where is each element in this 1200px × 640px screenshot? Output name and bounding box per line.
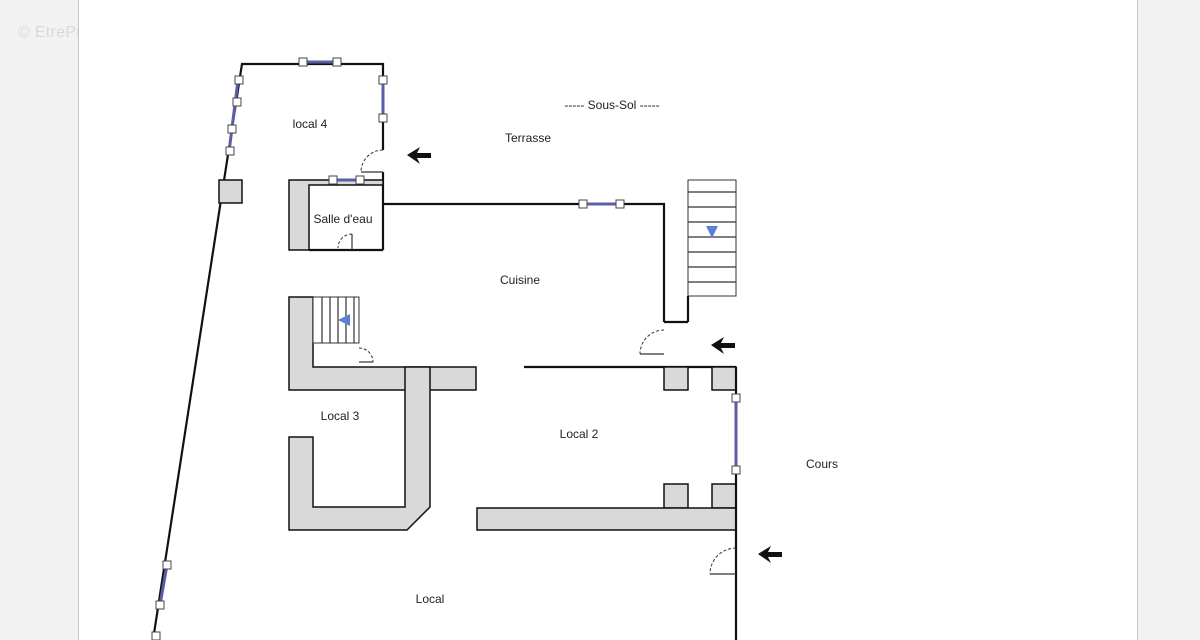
staircase-right [664, 179, 737, 324]
room-label-local: Local [416, 592, 445, 606]
plan-title: ----- Sous-Sol ----- [564, 98, 659, 112]
local2-wall-bottom [476, 507, 737, 531]
local2-pillar-4 [711, 483, 737, 509]
door-local4 [360, 149, 384, 173]
room-label-cuisine: Cuisine [500, 273, 540, 287]
stair-down-arrow-left [338, 314, 350, 326]
local2-pillar-1 [663, 366, 689, 391]
pillar [218, 179, 243, 204]
staircase-left [312, 296, 360, 344]
room-label-local4: local 4 [293, 117, 328, 131]
door-stair-left [358, 347, 374, 363]
salle-deau-wall [288, 179, 384, 251]
cuisine-window [578, 199, 625, 209]
west-windows [151, 75, 244, 640]
local2-window [731, 393, 741, 475]
door-cuisine [639, 329, 665, 355]
stair-down-arrow-right [706, 226, 718, 238]
cuisine-wall-top [383, 202, 666, 322]
local2-pillar-2 [711, 366, 737, 391]
room-label-local2: Local 2 [560, 427, 599, 441]
room-label-salle-deau: Salle d'eau [313, 212, 372, 226]
door-salle-deau [337, 233, 353, 250]
room-label-cours: Cours [806, 457, 838, 471]
local4-windows [298, 57, 388, 123]
entry-arrow-local4 [407, 147, 431, 164]
room-label-terrasse: Terrasse [505, 131, 551, 145]
room-label-local3: Local 3 [321, 409, 360, 423]
outer-wall-west [151, 62, 385, 640]
entry-arrow-local [758, 546, 782, 563]
door-local [709, 547, 737, 575]
local3-wall-lower [288, 366, 431, 531]
salle-deau-window [328, 175, 365, 185]
local2-pillar-3 [663, 483, 689, 509]
plan-sheet [78, 0, 1138, 640]
entry-arrow-cuisine [711, 337, 735, 354]
